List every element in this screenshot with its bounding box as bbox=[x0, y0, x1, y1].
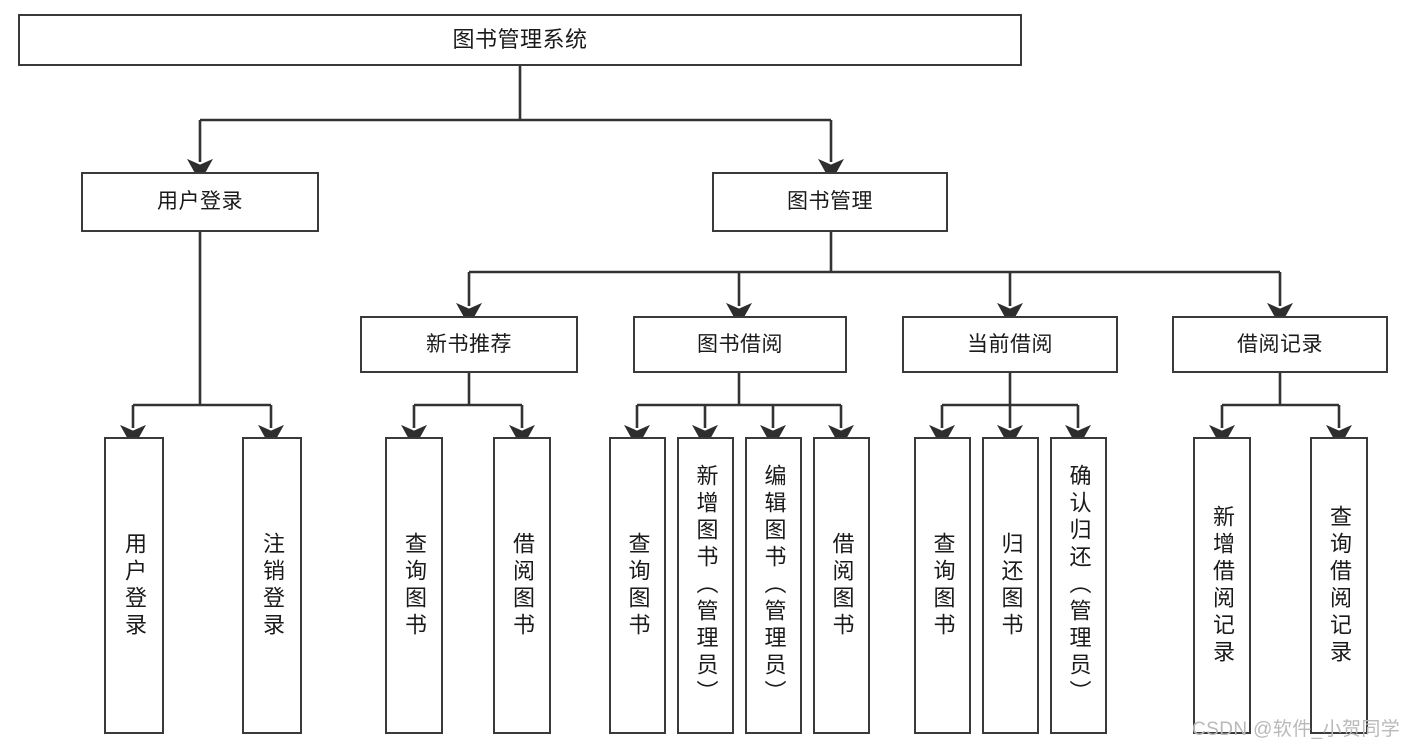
node-label: 编辑图书（管理员） bbox=[761, 464, 787, 707]
node-root-book-management-system[interactable]: 图书管理系统 bbox=[18, 14, 1022, 66]
node-label: 用户登录 bbox=[122, 531, 147, 640]
node-label: 查询图书 bbox=[930, 531, 956, 640]
node-label: 用户登录 bbox=[157, 190, 243, 214]
leaf-borrow-record-query-record[interactable]: 查询借阅记录 bbox=[1310, 437, 1368, 734]
node-label: 新增图书（管理员） bbox=[693, 464, 719, 707]
leaf-book-borrow-edit-book-admin[interactable]: 编辑图书（管理员） bbox=[745, 437, 802, 734]
node-label: 查询图书 bbox=[625, 531, 651, 640]
leaf-book-borrow-borrow-book[interactable]: 借阅图书 bbox=[813, 437, 870, 734]
node-label: 当前借阅 bbox=[967, 332, 1053, 356]
leaf-user-login-login[interactable]: 用户登录 bbox=[104, 437, 164, 734]
node-label: 注销登录 bbox=[260, 531, 285, 640]
node-label: 新增借阅记录 bbox=[1210, 504, 1235, 667]
leaf-user-login-logout[interactable]: 注销登录 bbox=[242, 437, 302, 734]
node-label: 借阅图书 bbox=[510, 531, 535, 640]
node-label: 新书推荐 bbox=[426, 332, 512, 356]
node-label: 归还图书 bbox=[998, 531, 1024, 640]
node-label: 确认归还（管理员） bbox=[1066, 464, 1092, 707]
leaf-borrow-record-add-record[interactable]: 新增借阅记录 bbox=[1193, 437, 1251, 734]
leaf-book-borrow-add-book-admin[interactable]: 新增图书（管理员） bbox=[677, 437, 734, 734]
node-label: 借阅记录 bbox=[1237, 332, 1323, 356]
leaf-book-borrow-query-book[interactable]: 查询图书 bbox=[609, 437, 666, 734]
node-user-login[interactable]: 用户登录 bbox=[81, 172, 319, 232]
node-new-book-recommend[interactable]: 新书推荐 bbox=[360, 316, 578, 373]
node-label: 图书管理 bbox=[787, 190, 873, 214]
leaf-new-book-borrow-book[interactable]: 借阅图书 bbox=[493, 437, 551, 734]
node-book-borrow[interactable]: 图书借阅 bbox=[633, 316, 847, 373]
node-borrow-record[interactable]: 借阅记录 bbox=[1172, 316, 1388, 373]
node-current-borrow[interactable]: 当前借阅 bbox=[902, 316, 1118, 373]
node-book-management[interactable]: 图书管理 bbox=[712, 172, 948, 232]
node-label: 查询借阅记录 bbox=[1327, 504, 1352, 667]
node-label: 图书借阅 bbox=[697, 332, 783, 356]
node-label: 图书管理系统 bbox=[452, 26, 588, 52]
node-label: 查询图书 bbox=[402, 531, 427, 640]
node-label: 借阅图书 bbox=[829, 531, 855, 640]
leaf-new-book-query-book[interactable]: 查询图书 bbox=[385, 437, 443, 734]
leaf-current-borrow-return-book[interactable]: 归还图书 bbox=[982, 437, 1039, 734]
leaf-current-borrow-confirm-return-admin[interactable]: 确认归还（管理员） bbox=[1050, 437, 1107, 734]
csdn-watermark: CSDN @软件_小贺同学 bbox=[1192, 719, 1401, 740]
leaf-current-borrow-query-book[interactable]: 查询图书 bbox=[914, 437, 971, 734]
